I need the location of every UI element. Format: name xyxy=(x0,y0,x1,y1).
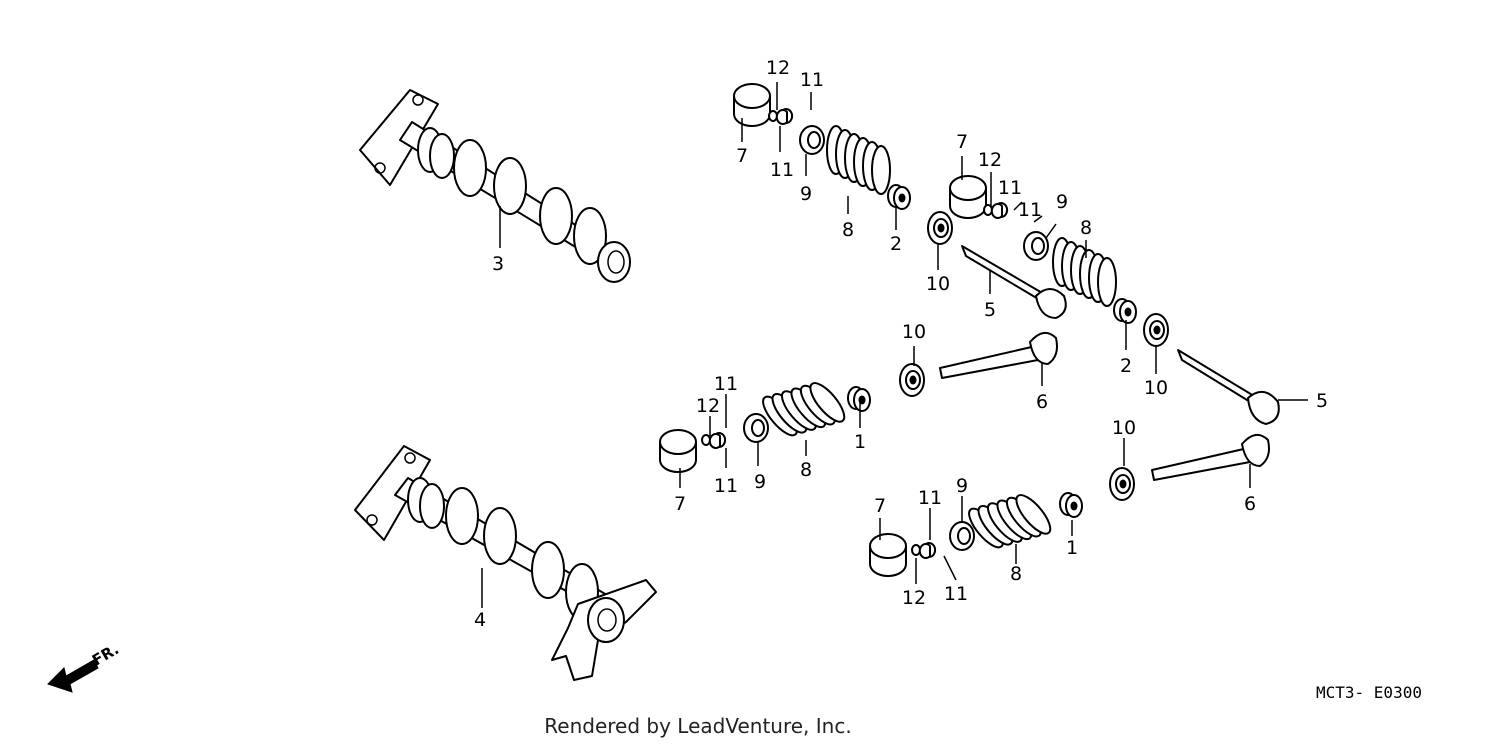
stem-seal xyxy=(1113,298,1137,324)
callout-9: 9 xyxy=(1056,191,1068,213)
tappet xyxy=(733,83,771,127)
callout-6: 6 xyxy=(1244,493,1256,515)
valve-train-group-4 xyxy=(869,467,1135,577)
valve-spring xyxy=(756,361,851,457)
callout-11: 11 xyxy=(714,475,738,497)
retainer xyxy=(743,413,769,443)
callout-9: 9 xyxy=(956,475,968,497)
cotters xyxy=(983,202,1009,219)
valve-exhaust-upper xyxy=(961,245,1067,319)
spring-seat xyxy=(1109,467,1135,501)
retainer xyxy=(799,125,825,155)
callout-8: 8 xyxy=(1080,217,1092,239)
spring-seat xyxy=(1143,313,1169,347)
callout-5: 5 xyxy=(984,299,996,321)
callout-7: 7 xyxy=(874,495,886,517)
callout-11: 11 xyxy=(800,69,824,91)
callout-10: 10 xyxy=(926,273,950,295)
callout-11: 11 xyxy=(1018,199,1042,221)
callout-10: 10 xyxy=(902,321,926,343)
callout-12: 12 xyxy=(766,57,790,79)
valve-intake-upper xyxy=(939,331,1058,379)
callout-5: 5 xyxy=(1316,390,1328,412)
callout-12: 12 xyxy=(696,395,720,417)
callout-8: 8 xyxy=(800,459,812,481)
valve-spring xyxy=(962,473,1057,569)
diagram-code: MCT3- E0300 xyxy=(1316,683,1422,702)
camshaft-upper xyxy=(359,89,631,283)
cotters xyxy=(911,542,937,559)
cotters xyxy=(701,432,727,449)
callout-6: 6 xyxy=(1036,391,1048,413)
callout-9: 9 xyxy=(800,183,812,205)
front-direction-marker: FR. xyxy=(47,640,122,693)
callout-2: 2 xyxy=(1120,355,1132,377)
callout-12: 12 xyxy=(978,149,1002,171)
retainer xyxy=(949,521,975,551)
stem-seal xyxy=(1059,492,1083,518)
callout-labels: 3 4 7 12 11 11 9 8 2 10 7 12 11 11 9 8 5… xyxy=(474,57,1328,631)
callout-7: 7 xyxy=(736,145,748,167)
callout-1: 1 xyxy=(1066,537,1078,559)
callout-11: 11 xyxy=(770,159,794,181)
callout-11: 11 xyxy=(944,583,968,605)
footer: Rendered by LeadVenture, Inc. xyxy=(0,714,1500,738)
valve-train-group-3 xyxy=(659,361,925,473)
callout-8: 8 xyxy=(842,219,854,241)
callout-7: 7 xyxy=(674,493,686,515)
spring-seat xyxy=(899,363,925,397)
callout-11: 11 xyxy=(714,373,738,395)
stem-seal xyxy=(887,184,911,210)
callout-10: 10 xyxy=(1144,377,1168,399)
callout-12: 12 xyxy=(902,587,926,609)
retainer xyxy=(1023,231,1049,261)
callout-11: 11 xyxy=(918,487,942,509)
callout-9: 9 xyxy=(754,471,766,493)
valve-exhaust-lower xyxy=(1177,349,1280,425)
camshaft-lower xyxy=(354,445,657,681)
spring-seat xyxy=(927,211,953,245)
tappet xyxy=(659,429,697,473)
callout-4: 4 xyxy=(474,609,486,631)
callout-11: 11 xyxy=(998,177,1022,199)
stem-seal xyxy=(847,386,871,412)
front-arrow-icon xyxy=(47,659,99,693)
callout-3: 3 xyxy=(492,253,504,275)
callout-7: 7 xyxy=(956,131,968,153)
callout-1: 1 xyxy=(854,431,866,453)
tappet xyxy=(949,175,987,219)
valve-spring xyxy=(826,125,891,195)
tappet xyxy=(869,533,907,577)
callout-8: 8 xyxy=(1010,563,1022,585)
cotters xyxy=(768,108,794,125)
valve-intake-lower xyxy=(1151,433,1270,481)
footer-credit: Rendered by LeadVenture, Inc. xyxy=(544,714,852,738)
callout-10: 10 xyxy=(1112,417,1136,439)
callout-2: 2 xyxy=(890,233,902,255)
leader-lines xyxy=(481,82,1308,608)
